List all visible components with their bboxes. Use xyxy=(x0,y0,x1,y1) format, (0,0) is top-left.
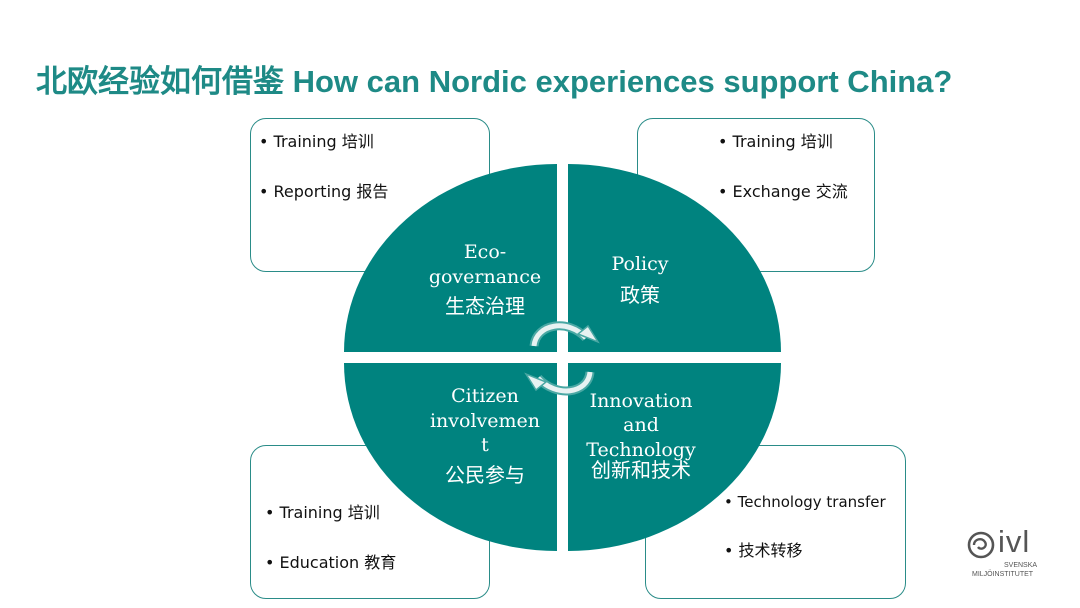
box-item: • Technology transfer xyxy=(724,493,886,511)
quadrant-label: Innovation xyxy=(590,390,693,412)
box-item: • Training 培训 xyxy=(718,132,833,151)
slide-title: 北欧经验如何借鉴 How can Nordic experiences supp… xyxy=(36,64,953,99)
quadrant-label: and xyxy=(623,414,659,436)
quadrant-innovation-technology xyxy=(568,363,781,551)
logo-brand: ivl xyxy=(998,524,1031,559)
box-item: • Training 培训 xyxy=(259,132,374,151)
box-item: • 技术转移 xyxy=(724,541,803,560)
ivl-logo: ivl SVENSKA MILJÖINSTITUTET xyxy=(966,524,1050,584)
logo-line2: MILJÖINSTITUTET xyxy=(972,571,1034,578)
quadrant-label: 生态治理 xyxy=(445,294,525,318)
quadrant-label: involvemen xyxy=(430,410,540,432)
cycle-arrow-icon xyxy=(524,321,600,396)
box-item: • Training 培训 xyxy=(265,503,380,522)
logo-line1: SVENSKA xyxy=(1004,562,1038,569)
quadrant-label: 政策 xyxy=(620,283,660,307)
quadrant-citizen-involvement xyxy=(344,363,557,551)
quadrant-label: governance xyxy=(429,266,541,288)
quadrant-label: Citizen xyxy=(451,385,519,407)
quadrant-label: Eco- xyxy=(464,241,506,263)
box-item: • Reporting 报告 xyxy=(259,182,389,201)
quadrant-label: 创新和技术 xyxy=(591,458,691,482)
quadrant-policy xyxy=(568,164,781,352)
quadrant-label: 公民参与 xyxy=(445,463,525,487)
box-item: • Education 教育 xyxy=(265,553,397,572)
box-item: • Exchange 交流 xyxy=(718,182,848,201)
quadrant-label: Policy xyxy=(612,253,669,275)
quadrant-label: t xyxy=(481,434,489,456)
ivl-swirl-icon xyxy=(967,531,995,559)
quadrant-eco-governance xyxy=(344,164,557,352)
quadrant-label: Technology xyxy=(586,439,696,461)
